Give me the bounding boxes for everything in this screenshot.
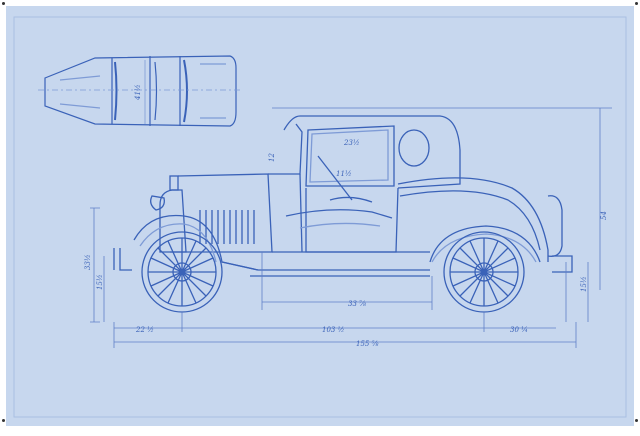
corner-marker xyxy=(635,419,638,422)
corner-marker xyxy=(2,419,5,422)
dimension-lines xyxy=(90,107,612,348)
dim-running-board: 33 ⅞ xyxy=(348,300,366,308)
side-view xyxy=(113,115,573,277)
dim-rear-overhang: 30 ¼ xyxy=(510,326,528,334)
rear-wheel xyxy=(443,231,525,313)
dim-front-height: 33½ xyxy=(84,254,92,270)
dim-cab-window: 23½ xyxy=(343,139,360,147)
blueprint-paper xyxy=(6,6,634,426)
dim-rear-height: 54 xyxy=(600,211,608,220)
blueprint-border xyxy=(13,16,627,418)
dim-rear-bumper-height: 15½ xyxy=(580,276,588,292)
front-wheel xyxy=(141,231,223,313)
corner-marker xyxy=(2,2,5,5)
dim-bumper-height: 15½ xyxy=(96,274,104,290)
dim-top-view-width: 41½ xyxy=(134,84,142,101)
dim-overall-length: 155 ⅝ xyxy=(356,340,379,348)
corner-marker xyxy=(635,2,638,5)
dim-windshield-height: 12 xyxy=(268,153,276,162)
dim-front-overhang: 22 ½ xyxy=(135,326,154,334)
dim-wheelbase: 103 ½ xyxy=(322,326,345,334)
dim-door-height: 11½ xyxy=(336,170,352,178)
top-view xyxy=(38,55,242,127)
